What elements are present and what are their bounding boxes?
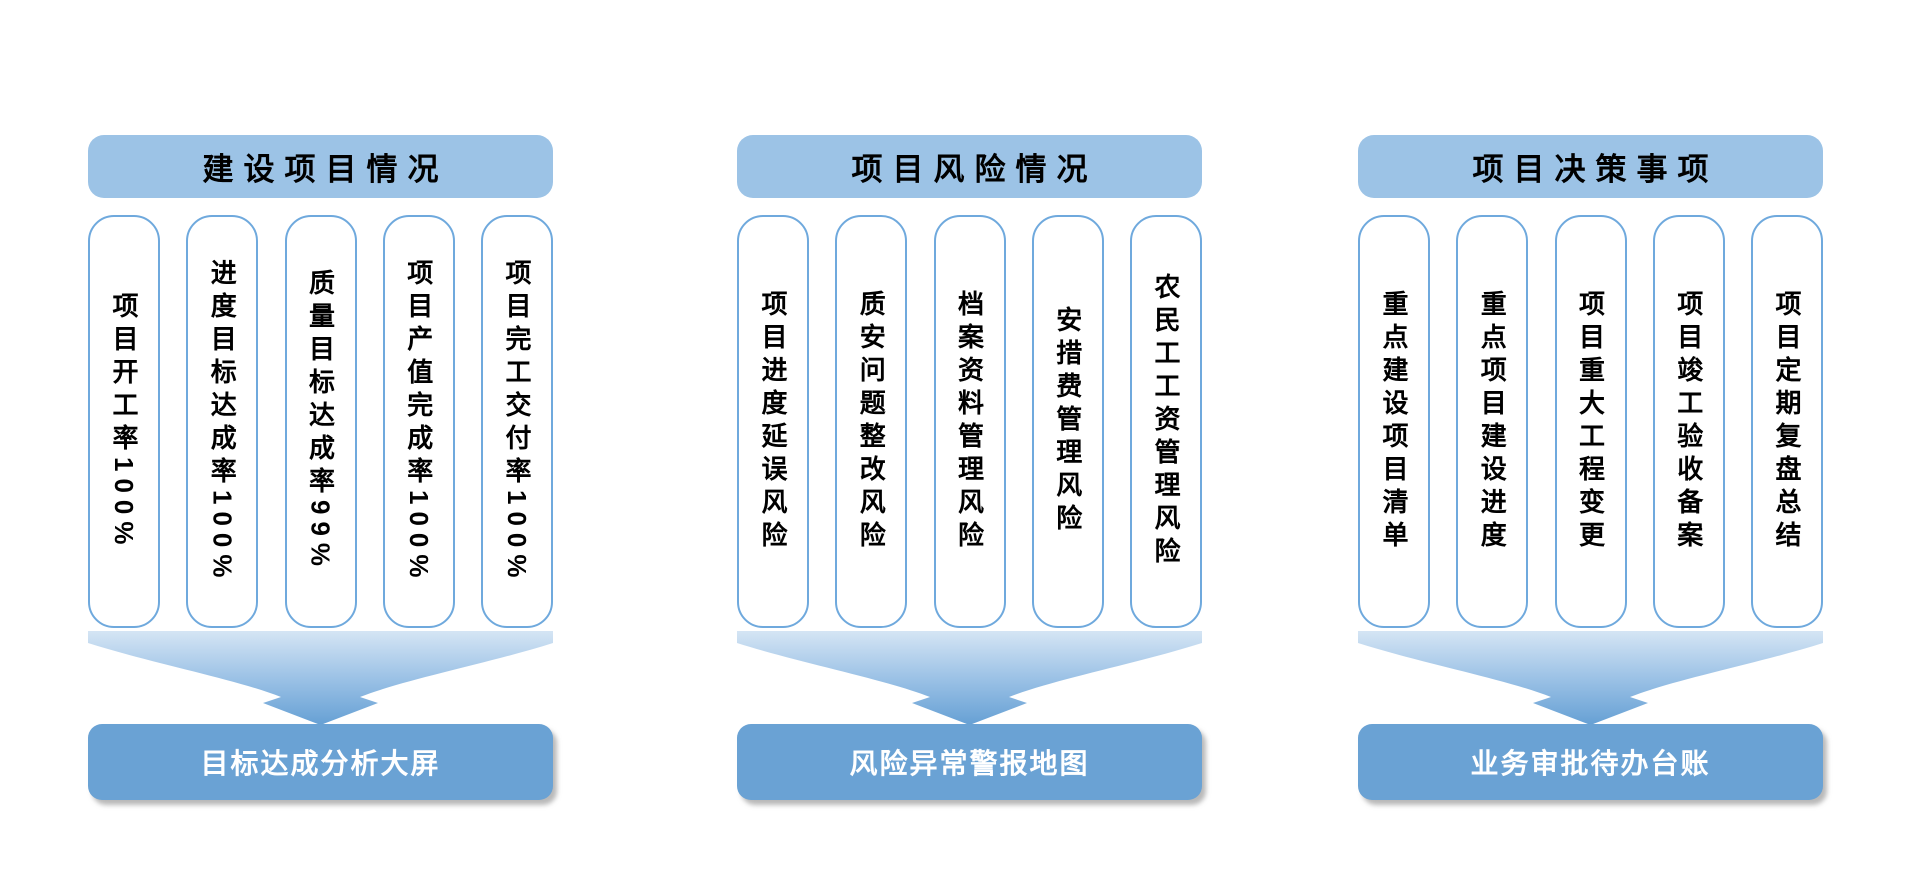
pill-output-completion-rate: 项目产值完成率100% xyxy=(382,215,455,628)
pill-periodic-review-summary: 项目定期复盘总结 xyxy=(1751,215,1823,628)
risk-header-label: 项目风险情况 xyxy=(851,152,1098,187)
construction-footer-label: 目标达成分析大屏 xyxy=(200,748,441,779)
pill-schedule-target-rate: 进度目标达成率100% xyxy=(186,215,259,628)
risk-header-bar: 项目风险情况 xyxy=(737,135,1202,198)
pill-delivery-rate: 项目完工交付率100% xyxy=(481,215,553,628)
pill-major-engineering-change: 项目重大工程变更 xyxy=(1554,215,1627,628)
risk-pill-row: 项目进度延误风险 质安问题整改风险 档案资料管理风险 安措费管理风险 农民工工资… xyxy=(737,215,1202,628)
decision-footer-bar: 业务审批待办台账 xyxy=(1358,724,1823,800)
decision-header-bar: 项目决策事项 xyxy=(1358,135,1823,198)
converge-arrow-icon xyxy=(88,631,553,725)
pill-safety-fee-risk: 安措费管理风险 xyxy=(1031,215,1104,628)
pill-quality-safety-rectify-risk: 质安问题整改风险 xyxy=(835,215,908,628)
risk-footer-label: 风险异常警报地图 xyxy=(849,748,1090,779)
converge-arrow-icon xyxy=(1358,631,1823,725)
pill-key-project-progress: 重点项目建设进度 xyxy=(1456,215,1529,628)
pill-label: 进度目标达成率100% xyxy=(207,258,238,585)
pill-archive-management-risk: 档案资料管理风险 xyxy=(933,215,1006,628)
pill-label: 项目定期复盘总结 xyxy=(1772,289,1802,554)
pill-label: 农民工工资管理风险 xyxy=(1151,273,1181,570)
pill-schedule-delay-risk: 项目进度延误风险 xyxy=(737,215,809,628)
decision-header-label: 项目决策事项 xyxy=(1472,152,1719,187)
pill-label: 质量目标达成率99% xyxy=(305,269,336,574)
group-project-risk: 项目风险情况 项目进度延误风险 质安问题整改风险 档案资料管理风险 安措费管理风… xyxy=(737,0,1202,894)
pill-label: 重点建设项目清单 xyxy=(1379,289,1409,554)
pill-label: 项目竣工验收备案 xyxy=(1673,289,1704,554)
pill-label: 重点项目建设进度 xyxy=(1477,289,1508,554)
pill-migrant-wage-risk: 农民工工资管理风险 xyxy=(1130,215,1202,628)
pill-completion-acceptance-filing: 项目竣工验收备案 xyxy=(1652,215,1725,628)
pill-label: 项目产值完成率100% xyxy=(403,258,434,585)
risk-footer-bar: 风险异常警报地图 xyxy=(737,724,1202,800)
pill-label: 质安问题整改风险 xyxy=(856,289,887,554)
construction-pill-row: 项目开工率100% 进度目标达成率100% 质量目标达成率99% 项目产值完成率… xyxy=(88,215,553,628)
pill-quality-target-rate: 质量目标达成率99% xyxy=(284,215,357,628)
pill-label: 项目完工交付率100% xyxy=(502,258,532,585)
pill-label: 项目重大工程变更 xyxy=(1575,289,1606,554)
construction-footer-bar: 目标达成分析大屏 xyxy=(88,724,553,800)
pill-label: 安措费管理风险 xyxy=(1052,306,1083,537)
decision-pill-row: 重点建设项目清单 重点项目建设进度 项目重大工程变更 项目竣工验收备案 项目定期… xyxy=(1358,215,1823,628)
converge-arrow-icon xyxy=(737,631,1202,725)
construction-header-bar: 建设项目情况 xyxy=(88,135,553,198)
group-project-decisions: 项目决策事项 重点建设项目清单 重点项目建设进度 项目重大工程变更 项目竣工验收… xyxy=(1358,0,1823,894)
pill-label: 项目开工率100% xyxy=(109,291,139,552)
pill-label: 项目进度延误风险 xyxy=(758,289,788,554)
pill-key-project-list: 重点建设项目清单 xyxy=(1358,215,1430,628)
construction-header-label: 建设项目情况 xyxy=(202,152,449,187)
pill-project-start-rate: 项目开工率100% xyxy=(88,215,160,628)
decision-footer-label: 业务审批待办台账 xyxy=(1470,748,1711,779)
group-construction-status: 建设项目情况 项目开工率100% 进度目标达成率100% 质量目标达成率99% … xyxy=(88,0,553,894)
pill-label: 档案资料管理风险 xyxy=(954,289,985,554)
